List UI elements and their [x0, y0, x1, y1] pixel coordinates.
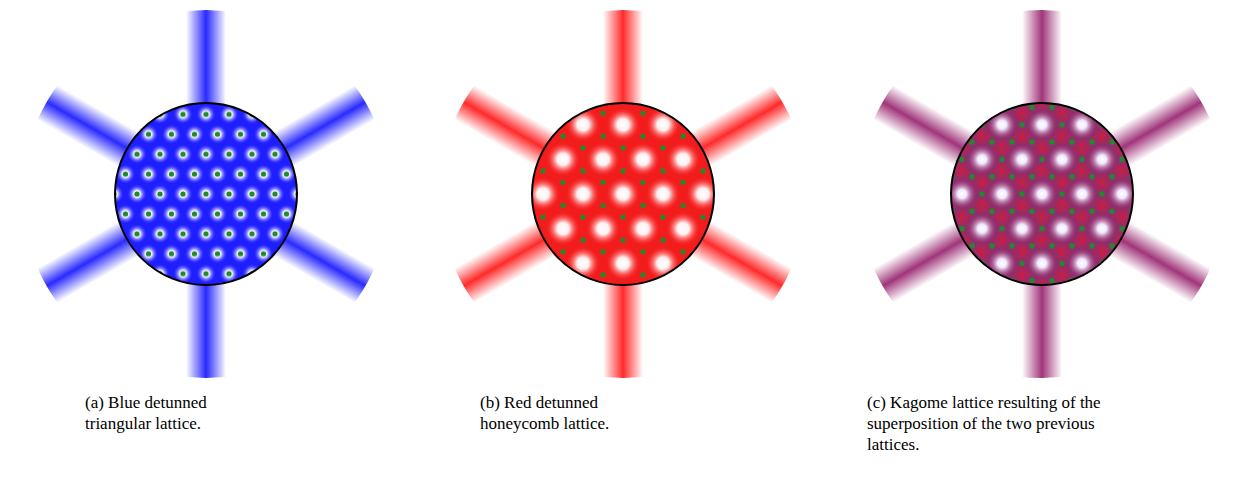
subfigure-caption: (a) Blue detunned triangular lattice.	[85, 392, 277, 434]
lattice-shape	[532, 103, 714, 285]
subfigure-caption: (c) Kagome lattice resulting of the supe…	[867, 392, 1107, 455]
lattice-shape	[448, 82, 797, 307]
lattice-shape	[448, 82, 797, 307]
kagome-lattice-illustration	[852, 0, 1232, 390]
lattice-shape	[115, 103, 297, 285]
lattice-shape	[867, 82, 1216, 307]
lattice-shape	[951, 103, 1133, 285]
subfigure-caption: (b) Red detunned honeycomb lattice.	[480, 392, 670, 434]
honeycomb-lattice-illustration	[433, 0, 813, 390]
lattice-shape	[31, 82, 380, 307]
triangular-lattice-illustration	[16, 0, 396, 390]
lattice-shape	[867, 82, 1216, 307]
lattice-shape	[31, 82, 380, 307]
